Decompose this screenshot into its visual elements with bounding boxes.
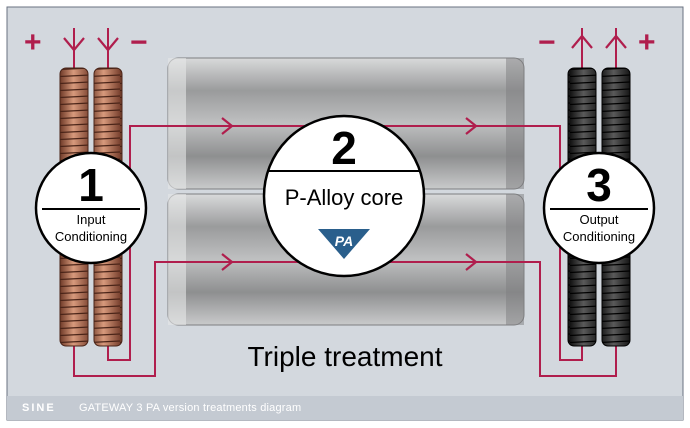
stage-1-label-line2: Conditioning xyxy=(54,229,128,244)
stage-3-label-line2: Conditioning xyxy=(562,229,636,244)
right-plus-sign: + xyxy=(638,26,656,59)
stage-3-label-line1: Output xyxy=(579,212,619,227)
input-arrow-left xyxy=(63,37,85,52)
stage-2-circle xyxy=(262,114,426,278)
core-arrow-bottom-right xyxy=(465,253,478,271)
stage-1-number: 1 xyxy=(78,159,104,211)
left-minus-sign: − xyxy=(130,26,148,59)
pa-logo-text: PA xyxy=(335,233,353,249)
footer-caption: SINE GATEWAY 3 PA version treatments dia… xyxy=(22,402,301,414)
stage-2-label: P-Alloy core xyxy=(284,185,404,210)
core-arrow-top-left xyxy=(221,117,234,135)
core-arrow-bottom-left xyxy=(221,253,234,271)
stage-2-number: 2 xyxy=(331,122,357,174)
pa-logo: PA xyxy=(318,229,370,259)
footer-band xyxy=(7,396,683,420)
flow-arrows xyxy=(63,34,627,271)
stage-3-number: 3 xyxy=(586,159,612,211)
output-arrow-left xyxy=(571,34,593,49)
output-arrow-right xyxy=(605,34,627,49)
stage-1-label-line1: Input xyxy=(76,212,106,227)
right-minus-sign: − xyxy=(538,26,556,59)
core-arrow-top-right xyxy=(465,117,478,135)
caption-text: GATEWAY 3 PA version treatments diagram xyxy=(78,402,302,414)
input-arrow-right xyxy=(97,37,119,52)
brand-logo: SINE xyxy=(22,402,56,414)
left-plus-sign: + xyxy=(24,26,42,59)
diagram-title: Triple treatment xyxy=(247,341,443,372)
